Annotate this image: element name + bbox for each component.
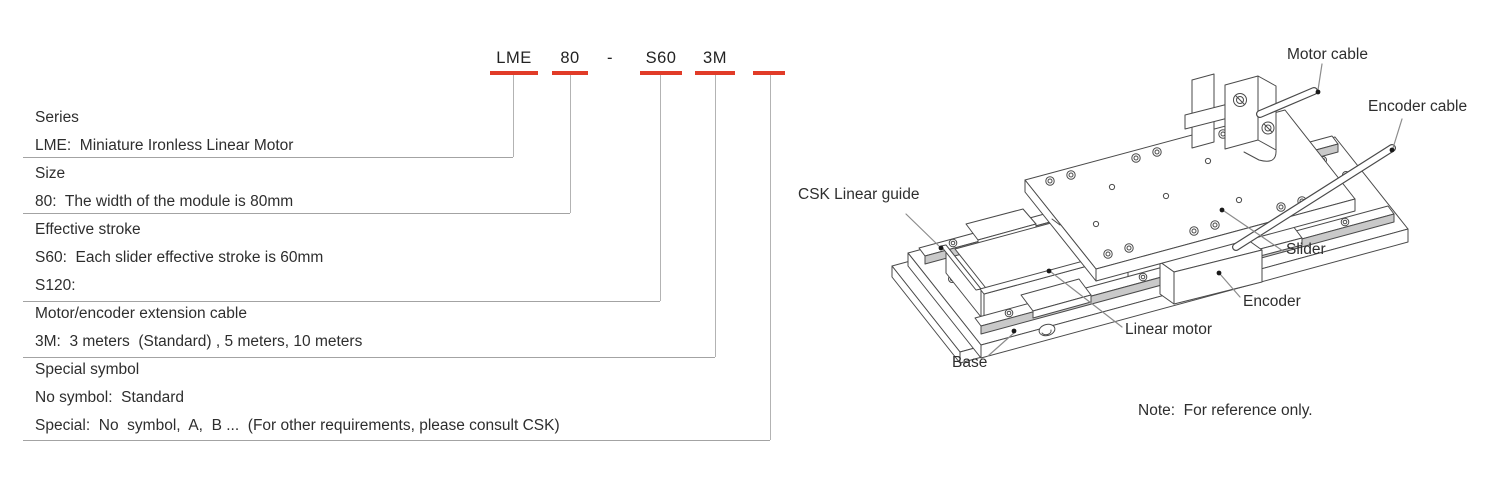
connector-line-size	[570, 75, 571, 213]
encoder-cable-tube	[1232, 144, 1396, 251]
label-dot	[1216, 270, 1222, 276]
connector-line-cable	[715, 75, 716, 357]
label-dot	[1389, 147, 1395, 153]
label-dot	[938, 245, 944, 251]
label-linear-motor: Linear motor	[1125, 321, 1213, 338]
section-separator	[23, 440, 770, 441]
label-dot	[1315, 89, 1321, 95]
model-code-segment-size: 80	[560, 49, 580, 67]
label-encoder: Encoder	[1243, 293, 1301, 310]
nomenclature-row: LME: Miniature Ironless Linear Motor	[35, 137, 294, 154]
connector-line-stroke	[660, 75, 661, 301]
code-underline-cable	[695, 71, 735, 75]
connector-line-series	[513, 75, 514, 157]
nomenclature-row: S120:	[35, 277, 76, 294]
model-code-dash: -	[607, 49, 613, 67]
label-dot	[1046, 268, 1052, 274]
cable-bracket	[1184, 73, 1277, 162]
label-encoder-cable: Encoder cable	[1368, 98, 1468, 115]
section-separator	[23, 157, 513, 158]
model-code-segment-cable: 3M	[703, 49, 727, 67]
label-dots	[938, 89, 1395, 334]
nomenclature-row: Effective stroke	[35, 221, 141, 238]
connector-line-special	[770, 75, 771, 440]
label-dot	[1219, 207, 1225, 213]
code-underline-special	[753, 71, 785, 75]
reference-note: Note: For reference only.	[1138, 402, 1313, 419]
label-slider: Slider	[1286, 241, 1326, 258]
nomenclature-row: Motor/encoder extension cable	[35, 305, 247, 322]
nomenclature-row: Size	[35, 165, 66, 182]
nomenclature-row: Special: No symbol, A, B ... (For other …	[35, 417, 560, 434]
model-code-segment-series: LME	[496, 49, 532, 67]
module-isometric-drawing	[891, 63, 1409, 364]
section-separator	[23, 357, 715, 358]
code-underline-stroke	[640, 71, 682, 75]
code-underline-size	[552, 71, 588, 75]
nomenclature-row: No symbol: Standard	[35, 389, 185, 406]
nomenclature-row: Special symbol	[35, 361, 140, 378]
label-csk-linear-guide: CSK Linear guide	[798, 186, 920, 203]
nomenclature-row: 3M: 3 meters (Standard) , 5 meters, 10 m…	[35, 333, 363, 350]
nomenclature-row: S60: Each slider effective stroke is 60m…	[35, 249, 324, 266]
model-code-segment-stroke: S60	[645, 49, 677, 67]
label-base: Base	[952, 354, 988, 371]
code-underline-series	[490, 71, 538, 75]
section-separator	[23, 213, 570, 214]
motor-cable-tube	[1256, 87, 1318, 118]
label-motor-cable: Motor cable	[1287, 46, 1368, 63]
nomenclature-row: Series	[35, 109, 79, 126]
section-separator	[23, 301, 660, 302]
leader-lines	[905, 63, 1403, 357]
label-dot	[1011, 328, 1017, 334]
nomenclature-row: 80: The width of the module is 80mm	[35, 193, 294, 210]
